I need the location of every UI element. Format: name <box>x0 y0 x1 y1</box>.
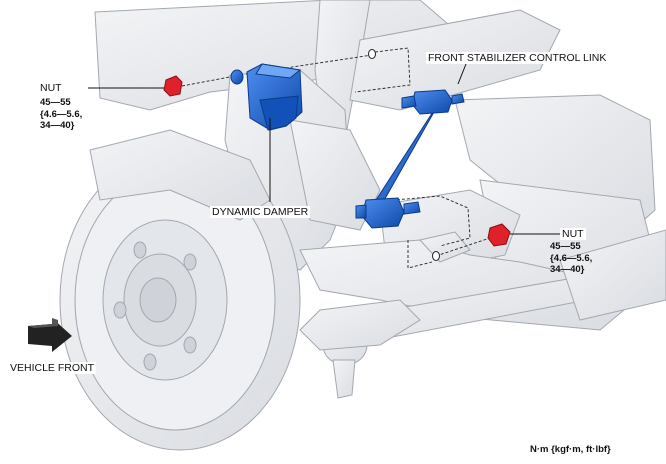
torque-left-line-2: {4.6—5.6, <box>40 108 83 120</box>
nut-right-label: NUT <box>560 228 586 240</box>
stabilizer-control-link <box>355 89 465 229</box>
nut-left <box>163 75 183 97</box>
torque-right-line-1: 45—55 <box>550 241 581 252</box>
leader-lines <box>88 63 560 235</box>
tie-rod <box>299 229 666 399</box>
torque-right-line-2: {4.6—5.6, <box>550 252 593 264</box>
stabilizer-link-label: FRONT STABILIZER CONTROL LINK <box>426 52 609 64</box>
torque-units-label: N·m {kgf·m, ft·lbf} <box>530 444 611 455</box>
torque-left-line-1: 45—55 <box>40 97 71 108</box>
nut-right <box>487 223 511 247</box>
nut-left-label: NUT <box>38 82 64 94</box>
torque-left-line-3: 34—40} <box>40 120 75 131</box>
torque-right-line-3: 34—40} <box>550 264 585 275</box>
dynamic-damper-label: DYNAMIC DAMPER <box>210 206 311 218</box>
vehicle-front-label: VEHICLE FRONT <box>8 362 97 374</box>
nut-left-torque: 45—55 {4.6—5.6, 34—40} <box>40 97 82 132</box>
vehicle-front-arrow <box>28 318 72 352</box>
brake-disc <box>59 129 301 451</box>
nut-right-torque: 45—55 {4.6—5.6, 34—40} <box>550 241 592 276</box>
